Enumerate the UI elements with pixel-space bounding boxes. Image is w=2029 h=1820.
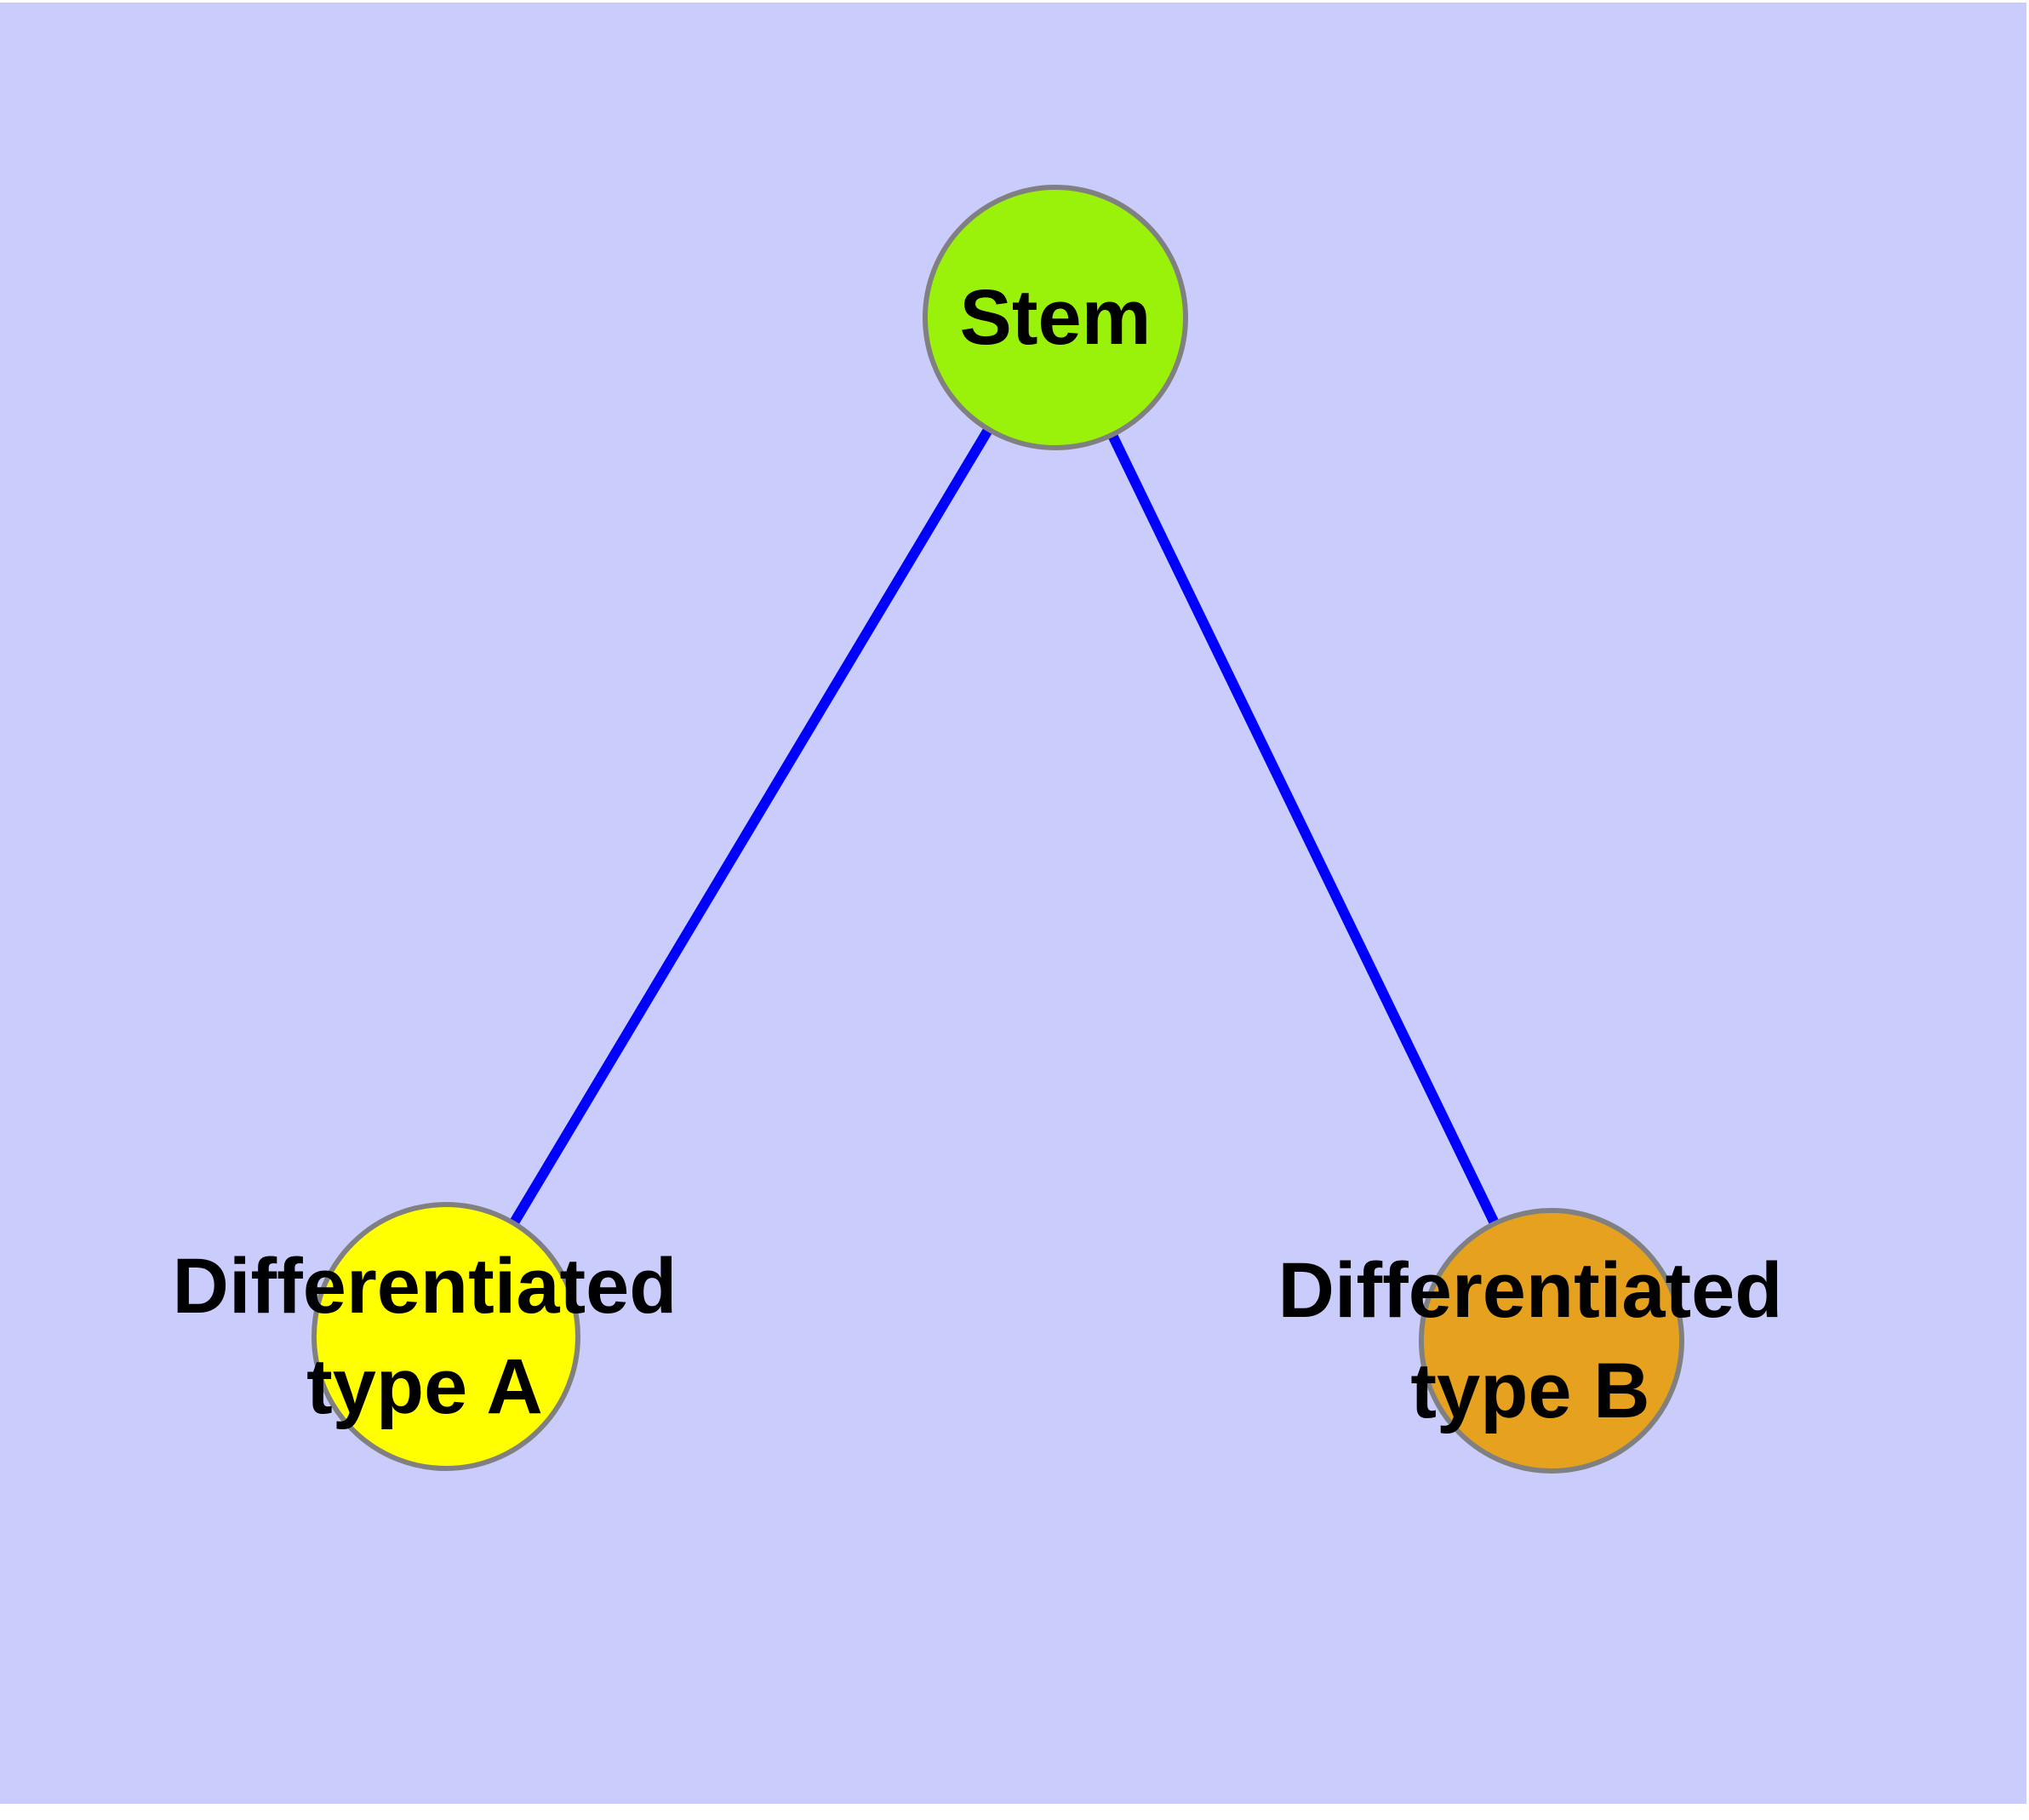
- node-label-diff-b-line-1: Differentiated: [1278, 1247, 1783, 1334]
- node-label-stem-line-1: Stem: [960, 274, 1152, 361]
- node-label-diff-a-line-1: Differentiated: [173, 1243, 677, 1330]
- node-label-diff-b-line-2: type B: [1410, 1348, 1649, 1434]
- node-circle-stem: [923, 185, 1188, 450]
- node-circle-diff-a: [311, 1202, 580, 1471]
- edge-stem-diff-a: [441, 314, 1060, 1340]
- node-label-diff-a-line-2: type A: [306, 1343, 543, 1430]
- edge-stem-diff-b: [1050, 315, 1557, 1343]
- node-circle-diff-b: [1419, 1208, 1684, 1474]
